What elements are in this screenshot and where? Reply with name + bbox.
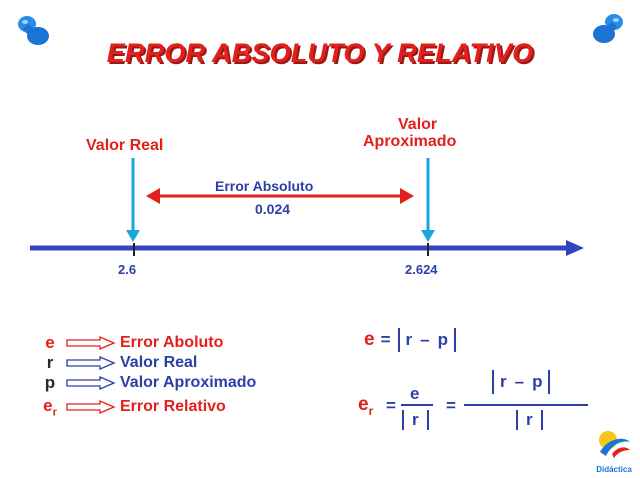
real-value-label: Valor Real bbox=[86, 137, 164, 154]
fraction-numerator-abs: r – p bbox=[492, 370, 551, 394]
abs-error-formula: e = r – p bbox=[364, 328, 456, 352]
minus-sign: – bbox=[420, 330, 430, 349]
error-span-head-left bbox=[146, 188, 160, 204]
rel-error-formula: er = e r = r – p r bbox=[358, 370, 598, 440]
logo-text: Didáctica bbox=[596, 465, 632, 474]
approx-value-label-line2: Aproximado bbox=[363, 133, 457, 150]
legend-symbol-wrap: er bbox=[34, 396, 66, 418]
pushpin-icon bbox=[18, 16, 49, 45]
abs-value-bars: r – p bbox=[397, 328, 456, 352]
equals-sign: = bbox=[386, 396, 396, 415]
legend-symbol: r bbox=[46, 353, 54, 372]
legend-item: e Error Aboluto bbox=[34, 333, 334, 353]
legend-subscript: r bbox=[52, 406, 57, 419]
legend-symbol: p bbox=[44, 373, 56, 392]
legend-text: Valor Real bbox=[120, 354, 198, 371]
r-symbol: r bbox=[500, 372, 507, 391]
outline-arrow-icon bbox=[66, 356, 116, 370]
error-value: 0.024 bbox=[255, 201, 291, 217]
legend-symbol: e bbox=[43, 395, 53, 415]
approx-pointer-head bbox=[421, 230, 435, 242]
legend-text: Error Aboluto bbox=[120, 334, 224, 351]
legend-item: r Valor Real bbox=[34, 353, 334, 373]
outline-arrow-icon bbox=[66, 376, 116, 390]
pushpin-icon bbox=[593, 14, 623, 43]
minus-sign: – bbox=[514, 372, 525, 391]
number-line-arrowhead bbox=[566, 240, 584, 256]
fraction-denominator: r bbox=[516, 410, 543, 430]
legend-item: p Valor Aproximado bbox=[34, 373, 334, 393]
fraction-bar bbox=[401, 404, 433, 406]
didactica-logo: Didáctica bbox=[594, 428, 634, 474]
legend-text: Error Relativo bbox=[120, 398, 226, 415]
equals-sign: = bbox=[380, 330, 391, 349]
legend-symbol: e bbox=[45, 333, 55, 352]
fraction-bar bbox=[464, 404, 588, 406]
p-symbol: p bbox=[532, 372, 543, 391]
equals-sign: = bbox=[446, 396, 456, 415]
outline-arrow-icon bbox=[66, 400, 116, 414]
logo-icon bbox=[599, 431, 630, 458]
rel-lhs: e bbox=[358, 394, 369, 415]
error-span-head-right bbox=[400, 188, 414, 204]
tick-label-real: 2.6 bbox=[118, 262, 137, 277]
fraction-numerator: e bbox=[410, 384, 420, 403]
approx-value-label-line1: Valor bbox=[398, 116, 438, 133]
fraction-denominator: r bbox=[402, 410, 429, 430]
r-symbol: r bbox=[405, 330, 413, 349]
page-title: ERROR ABSOLUTO Y RELATIVO bbox=[106, 38, 534, 68]
abs-lhs: e bbox=[364, 329, 375, 350]
p-symbol: p bbox=[437, 330, 448, 349]
real-pointer-head bbox=[126, 230, 140, 242]
rel-lhs-wrap: er bbox=[358, 394, 373, 418]
error-label: Error Absoluto bbox=[215, 178, 314, 194]
outline-arrow-icon bbox=[66, 336, 116, 350]
legend-item: er Error Relativo bbox=[34, 396, 334, 418]
legend-text: Valor Aproximado bbox=[120, 374, 257, 391]
legend: e Error Aboluto r Valor Real p Valor Apr… bbox=[34, 333, 334, 418]
rel-subscript: r bbox=[368, 403, 374, 418]
tick-label-approx: 2.624 bbox=[405, 262, 438, 277]
